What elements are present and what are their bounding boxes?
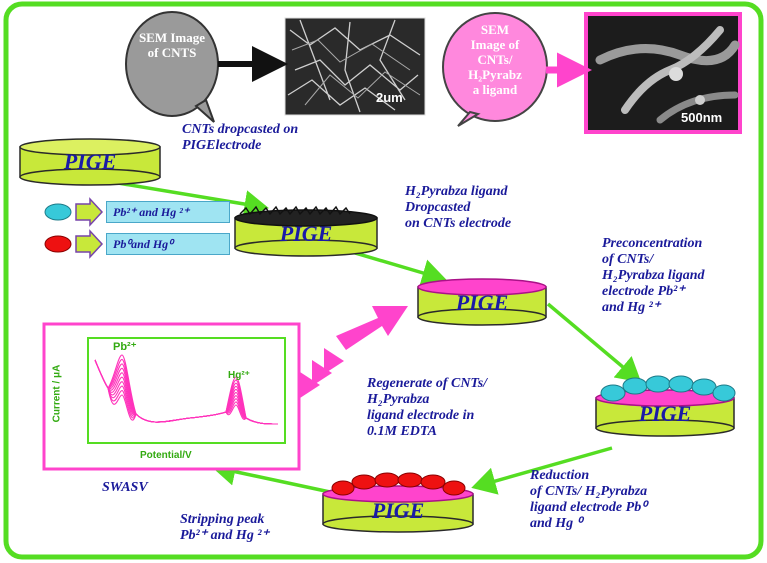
step4-line: Reduction [530, 468, 590, 483]
voltammogram-frame [42, 322, 301, 471]
flow-arrow-2 [344, 248, 447, 287]
bubble-ligand-line: SEM [480, 22, 510, 37]
legend-metals-box: Pb⁰and Hg⁰ [106, 233, 230, 255]
electrode-5 [322, 472, 474, 533]
flow-arrow-5 [211, 457, 331, 494]
voltammogram-xlabel: Potential/V [140, 450, 192, 461]
step2-line: on CNTs electrode [405, 216, 512, 231]
voltammogram-curve [94, 354, 279, 425]
swasv-label: SWASV [102, 480, 148, 495]
peak-label-hg: Hg²⁺ [228, 370, 250, 381]
step1-line: CNTs dropcasted on [182, 122, 299, 137]
legend-ions-box: Pb²⁺ and Hg ²⁺ [106, 201, 230, 223]
pige-label-1: PIGE [63, 149, 117, 174]
pige-label-4: PIGE [638, 401, 692, 426]
electrode-2 [234, 205, 378, 257]
step3-line: of CNTs/ [602, 252, 654, 267]
sem-image-ligand [584, 12, 742, 134]
electrode-4 [595, 375, 736, 437]
bubble-ligand-line: CNTs/ [477, 52, 513, 67]
voltammogram-axes [87, 337, 286, 444]
step1-line: PIGElectrode [182, 138, 262, 153]
step3-line: Preconcentration [602, 236, 703, 251]
voltammogram-ylabel: Current / μA [51, 364, 63, 423]
legend-ion-symbol [44, 197, 104, 227]
pige-label-2: PIGE [279, 221, 333, 246]
step2-line: H₂Pyrabza ligand [405, 184, 508, 199]
bubble-ligand-line: H₂Pyrabz [468, 67, 522, 82]
step4-line: of CNTs/ H₂Pyrabza [530, 484, 648, 499]
regen-line: 0.1M EDTA [367, 424, 438, 439]
flow-arrow-4 [471, 446, 613, 495]
scale-bar-2um: 2um [376, 90, 403, 105]
regen-arrow [300, 306, 408, 398]
step3-line: and Hg ²⁺ [602, 300, 661, 315]
bubble-ligand-line: Image of [470, 37, 520, 52]
step5-line: Stripping peak [180, 512, 265, 527]
step3-line: H₂Pyrabza ligand [602, 268, 705, 283]
pige-label-3: PIGE [455, 290, 509, 315]
pige-label-5: PIGE [371, 498, 425, 523]
peak-label-pb: Pb²⁺ [113, 341, 137, 353]
regen-line: H₂Pyrabza [367, 392, 430, 407]
step4-line: ligand electrode Pb⁰ [530, 500, 647, 515]
voltammogram-ylabel-wrap: Current / μA [44, 360, 64, 430]
step4-line: and Hg ⁰ [530, 516, 583, 531]
bubble-ligand-line: a ligand [472, 82, 518, 97]
regen-line: Regenerate of CNTs/ [367, 376, 488, 391]
flow-arrow-3 [546, 302, 642, 383]
step5-line: Pb²⁺ and Hg ²⁺ [180, 528, 269, 543]
scale-bar-500nm: 500nm [681, 110, 723, 125]
step2-line: Dropcasted [405, 200, 471, 215]
outer-frame [3, 1, 764, 560]
bubble-cnts-text: SEM Image of CNTS [138, 30, 206, 60]
step3-line: electrode Pb²⁺ [602, 284, 685, 299]
voltammogram-curves [94, 354, 279, 425]
electrode-1 [19, 138, 161, 186]
speech-bubble-cnts [125, 11, 219, 123]
speech-bubble-ligand [442, 12, 548, 127]
electrode-3 [417, 278, 547, 326]
sem-image-cnts [284, 17, 426, 116]
regen-line: ligand electrode in [367, 408, 475, 423]
legend-metal-symbol [44, 229, 104, 259]
